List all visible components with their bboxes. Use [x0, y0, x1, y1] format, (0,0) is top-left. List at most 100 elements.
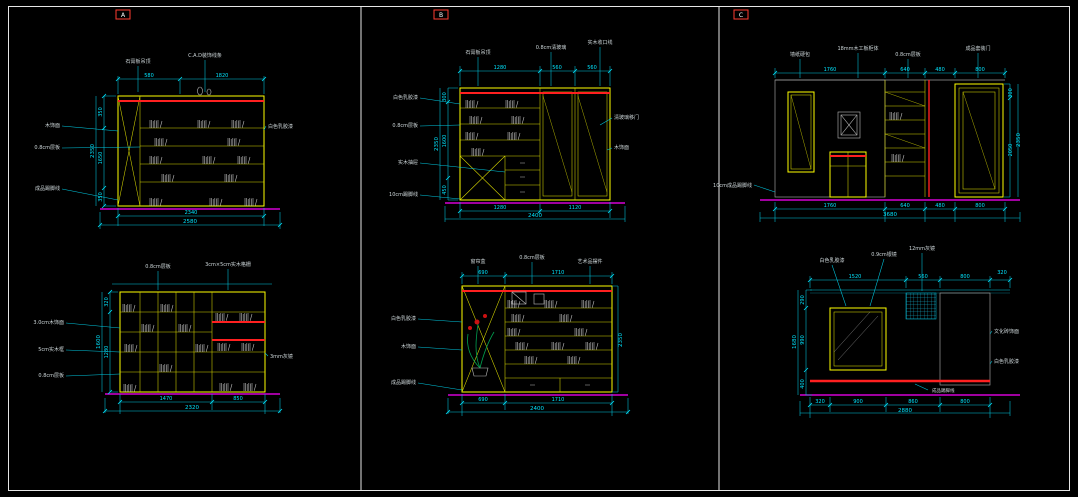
sheet-frame — [8, 6, 1070, 491]
books-icon — [559, 313, 573, 323]
shelf-lines — [459, 88, 576, 201]
annotation: 12mm灰镜 — [909, 245, 935, 252]
dimension: 400 — [800, 379, 806, 389]
grid-lines — [120, 292, 265, 392]
dimension: 640 — [900, 203, 910, 209]
dimension: 290 — [800, 295, 806, 305]
low-cabinet-lines — [830, 152, 866, 197]
dimension-ticks — [772, 70, 1013, 212]
books-icon — [227, 137, 241, 147]
books-icon — [243, 382, 257, 392]
annotation: 10cm踢脚线 — [389, 191, 418, 198]
vase-icon — [206, 88, 212, 96]
dimension: 1760 — [824, 203, 837, 209]
books-icon — [511, 115, 525, 125]
shelf-column — [884, 80, 926, 197]
annotation: 石膏板吊顶 — [125, 58, 150, 65]
flower — [468, 326, 472, 330]
annotation: 实木收口线 — [587, 39, 612, 46]
brick-column — [939, 292, 991, 386]
picture-frame — [837, 111, 861, 139]
annotation: 成品踢脚线 — [35, 185, 60, 192]
dimension: 1120 — [569, 205, 582, 211]
dimension-total: 2320 — [185, 405, 199, 411]
books-icon — [122, 303, 136, 313]
dimension-ticks — [97, 76, 283, 228]
door-diagonal — [962, 91, 996, 190]
dimension: 560 — [587, 65, 597, 71]
annotation: 白色乳胶漆 — [268, 123, 293, 130]
dimension-total: 3680 — [883, 212, 897, 218]
tag-label: A — [121, 12, 126, 19]
dimension-lines — [417, 262, 629, 416]
dimension-total: 1600 — [96, 335, 102, 349]
books-icon — [149, 155, 163, 165]
annotation: 3.0cm木饰面 — [33, 319, 64, 326]
annotation: 0.8cm层板 — [392, 122, 418, 129]
mirror — [829, 307, 887, 371]
dimension: 1600 — [442, 135, 448, 148]
books-icon — [465, 99, 479, 109]
dimension-lines — [419, 47, 626, 222]
annotation: 清玻璃移门 — [614, 114, 639, 121]
annotation: 白色乳胶漆 — [819, 257, 844, 264]
drawer-handles — [520, 162, 525, 193]
dimension: 350 — [98, 107, 104, 117]
dimension: 320 — [815, 399, 825, 405]
dimension-total: 2400 — [528, 213, 542, 219]
dimension: 320 — [104, 297, 110, 307]
gray-mirror-panel — [905, 292, 937, 320]
books-icon — [505, 99, 519, 109]
shelf-lines — [117, 95, 264, 207]
dimension: 690 — [478, 270, 488, 276]
books-icon — [889, 111, 903, 121]
annotation: 0.8cm层板 — [895, 51, 921, 58]
mirror-inner — [833, 311, 883, 367]
dimension: 1520 — [849, 274, 862, 280]
dimension: 1710 — [552, 270, 565, 276]
dimension: 1820 — [216, 73, 229, 79]
books-icon — [154, 137, 168, 147]
dimension: 350 — [98, 192, 104, 202]
annotation: 10cm成品踢脚线 — [713, 182, 752, 189]
books-icon — [209, 197, 223, 207]
annotation: 3cm×5cm实木格栅 — [205, 261, 251, 268]
dimension: 2050 — [1008, 144, 1014, 157]
flower — [483, 314, 487, 318]
books-icon — [515, 341, 529, 351]
dimension-total: 2350 — [90, 144, 96, 158]
books-icon — [159, 363, 173, 373]
dimension: 480 — [935, 203, 945, 209]
annotation: 木饰面 — [401, 343, 416, 350]
picture-diagonals — [840, 114, 858, 136]
books-icon — [202, 155, 216, 165]
dimension-lines — [61, 60, 281, 229]
dimension: 1280 — [494, 65, 507, 71]
books-icon — [149, 119, 163, 129]
plant-icon — [467, 314, 495, 377]
elevation-bottom-left: 0.8cm层板 3cm×5cm实木格栅 3.0cm木饰面 5cm实木框 0.8c… — [33, 261, 293, 414]
elevation-bottom-right: 白色乳胶漆 0.9cm银镜 12mm灰镜 1520 560 800 320 文化… — [792, 245, 1020, 418]
books-icon — [511, 313, 525, 323]
cabinet-outline — [119, 291, 266, 393]
picture-frame-inner — [840, 114, 858, 136]
annotation: 成品踢脚线 — [932, 387, 955, 394]
books-icon — [544, 299, 558, 309]
books-icon — [219, 382, 233, 392]
cabinet-outline — [461, 285, 613, 393]
annotation: 墙纸硬包 — [790, 51, 810, 58]
dimension-total: 2400 — [530, 406, 544, 412]
flower — [474, 319, 480, 325]
annotation: 0.8cm层板 — [519, 254, 545, 261]
mirror-sheen — [833, 311, 879, 361]
dimension: 990 — [800, 335, 806, 345]
dimension-total: 2350 — [434, 137, 440, 151]
annotation: 0.9cm银镜 — [871, 251, 897, 258]
books-icon — [471, 147, 485, 157]
mirror-diagonal — [790, 94, 812, 170]
dimension: 300 — [442, 92, 448, 102]
frame-border — [8, 6, 1070, 491]
books-icon — [215, 312, 229, 322]
tag-label: B — [439, 12, 443, 19]
